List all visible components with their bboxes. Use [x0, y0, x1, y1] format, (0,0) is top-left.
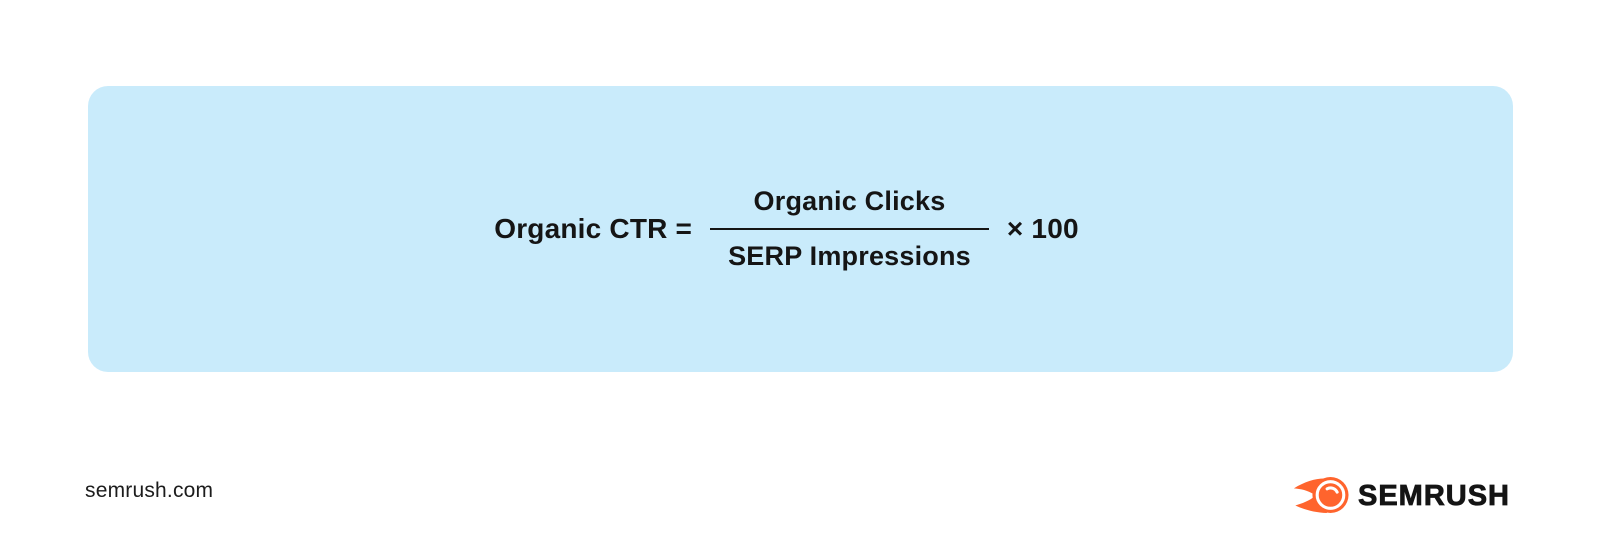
- fraction-line: [710, 228, 989, 230]
- formula-numerator: Organic Clicks: [753, 186, 946, 216]
- organic-ctr-formula: Organic CTR = Organic Clicks SERP Impres…: [494, 186, 1079, 272]
- semrush-wordmark: SEMRUSH: [1357, 479, 1510, 512]
- formula-denominator: SERP Impressions: [728, 241, 971, 271]
- formula-fraction: Organic Clicks SERP Impressions: [710, 186, 989, 272]
- semrush-logo: SEMRUSH: [1292, 476, 1510, 514]
- website-url-text: semrush.com: [85, 479, 214, 502]
- formula-lhs: Organic CTR =: [494, 213, 693, 244]
- formula-multiplier: × 100: [1006, 213, 1079, 244]
- semrush-comet-icon: [1293, 476, 1349, 514]
- formula-panel: Organic CTR = Organic Clicks SERP Impres…: [88, 86, 1513, 372]
